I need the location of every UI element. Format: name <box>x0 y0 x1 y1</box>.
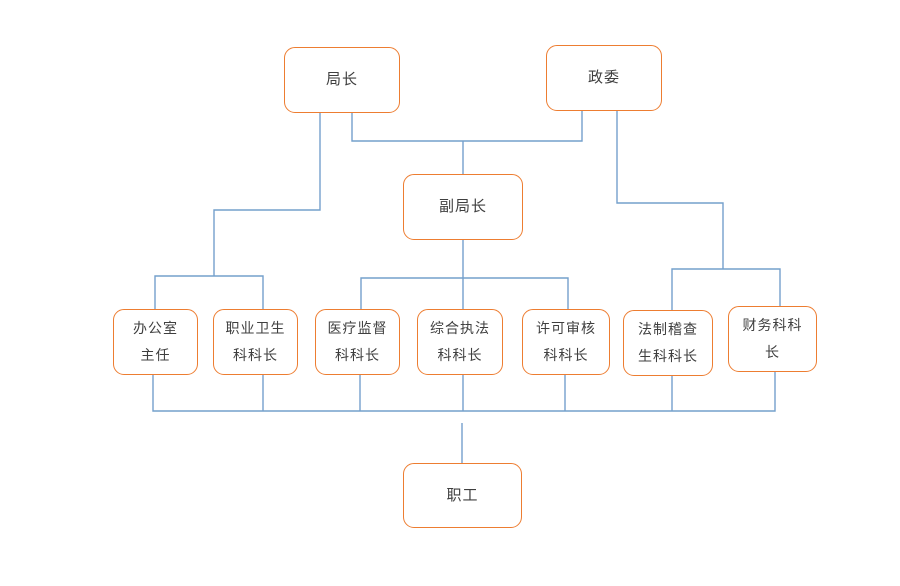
connector-line <box>360 277 569 309</box>
org-node-staff: 职工 <box>403 463 522 528</box>
org-node-director: 局长 <box>284 47 400 113</box>
connector-line <box>351 111 583 142</box>
org-node-occupational-health-chief: 职业卫生 科科长 <box>213 309 298 375</box>
org-node-licensing-review-chief: 许可审核 科科长 <box>522 309 610 375</box>
connector-line <box>152 372 776 412</box>
org-node-legal-inspection-chief: 法制稽查 生科科长 <box>623 310 713 376</box>
connector-line <box>671 268 781 310</box>
connector-line <box>154 275 264 309</box>
org-node-deputy-director: 副局长 <box>403 174 523 240</box>
connector-line <box>213 113 321 276</box>
connector-line <box>616 111 724 269</box>
org-node-medical-supervision-chief: 医疗监督 科科长 <box>315 309 400 375</box>
org-node-finance-chief: 财务科科 长 <box>728 306 817 372</box>
org-node-commissar: 政委 <box>546 45 662 111</box>
org-node-office-director: 办公室 主任 <box>113 309 198 375</box>
org-node-enforcement-chief: 综合执法 科科长 <box>417 309 503 375</box>
